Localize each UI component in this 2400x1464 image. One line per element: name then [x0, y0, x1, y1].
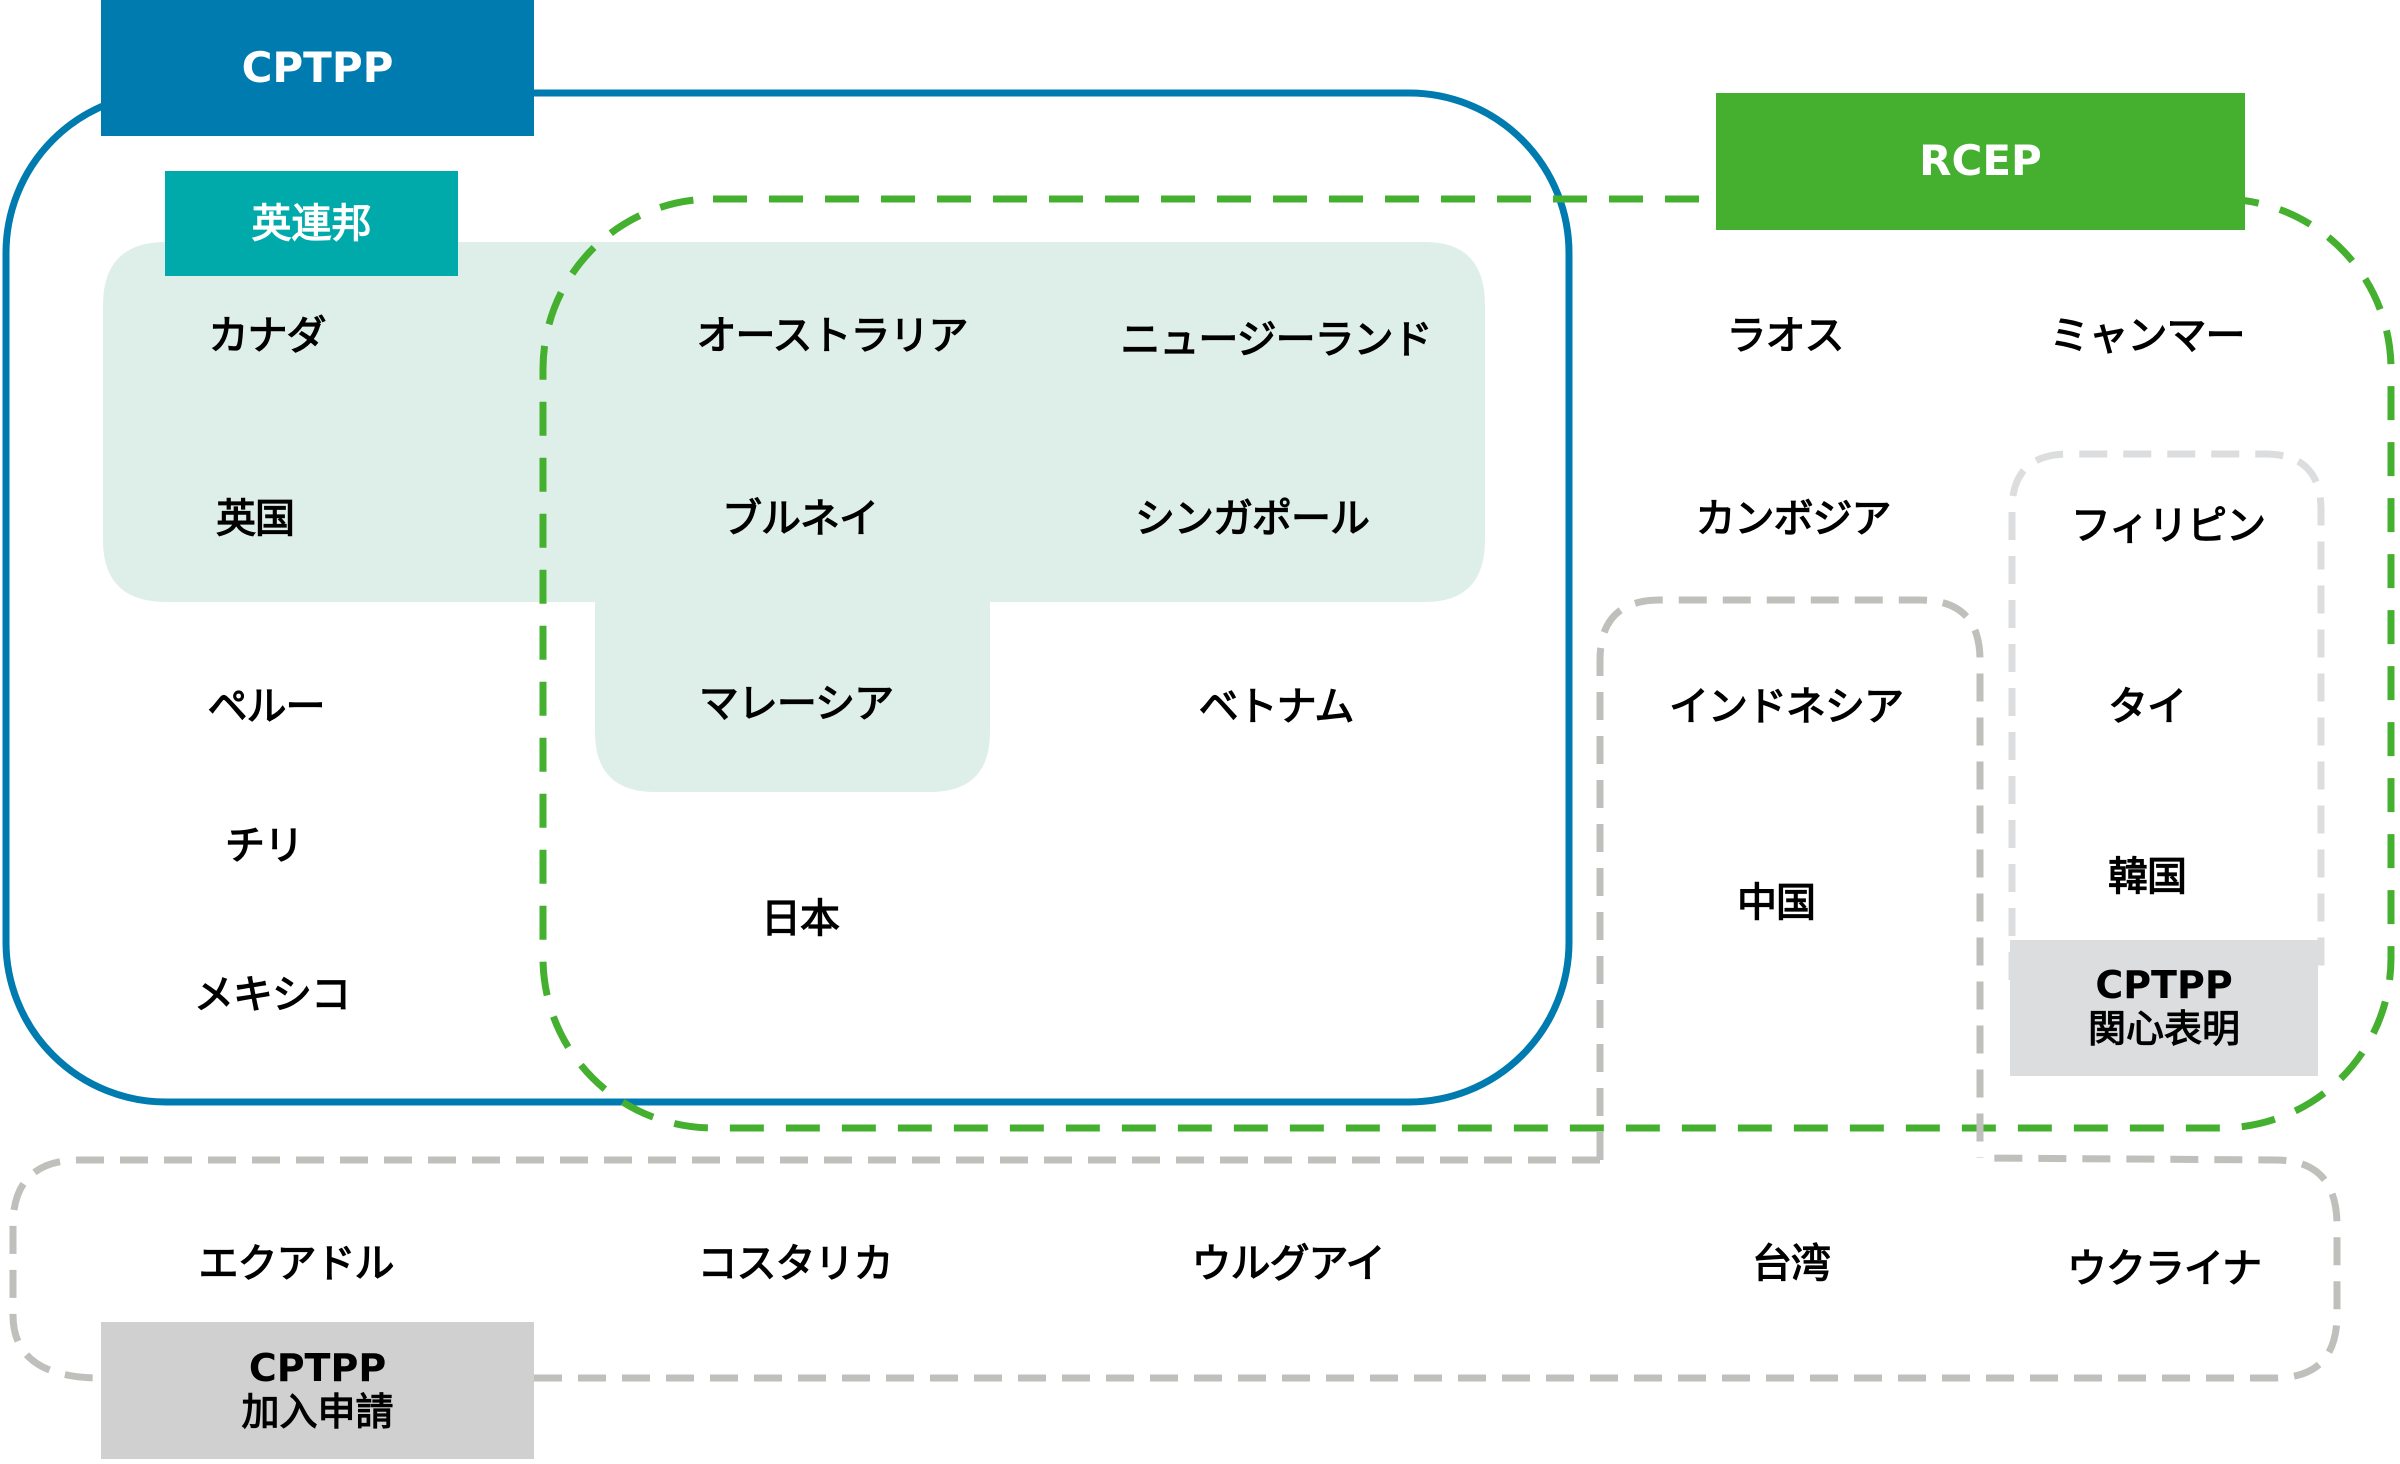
country-singapore: シンガポール	[1135, 496, 1370, 542]
country-costa-rica: コスタリカ	[697, 1241, 894, 1287]
cptpp-apply-line2: 加入申請	[241, 1389, 394, 1434]
country-malaysia: マレーシア	[698, 681, 894, 727]
rcep-boundary	[539, 195, 2395, 1132]
country-australia: オーストラリア	[696, 313, 969, 359]
country-cambodia: カンボジア	[1695, 496, 1892, 542]
cptpp-apply-label: CPTPP 加入申請	[101, 1322, 534, 1459]
country-thailand: タイ	[2108, 684, 2187, 730]
country-chile: チリ	[225, 823, 304, 869]
country-canada: カナダ	[208, 313, 327, 359]
cptpp-interest-line2: 関心表明	[2087, 1007, 2240, 1051]
rcep-header: RCEP	[1716, 93, 2245, 230]
country-peru: ペルー	[207, 684, 326, 730]
country-japan: 日本	[761, 896, 840, 942]
country-ukraine: ウクライナ	[2066, 1246, 2262, 1292]
country-ecuador: エクアドル	[198, 1241, 395, 1287]
country-new-zealand: ニュージーランド	[1120, 317, 1432, 363]
country-myanmar: ミャンマー	[2049, 313, 2246, 359]
country-brunei: ブルネイ	[722, 496, 879, 542]
cptpp-interest-line1: CPTPP	[2095, 963, 2233, 1008]
country-mexico: メキシコ	[194, 972, 351, 1018]
country-vietnam: ベトナム	[1198, 684, 1355, 730]
indonesia-china-boundary	[1596, 596, 1984, 1160]
cptpp-boundary	[2, 89, 1573, 1106]
country-uk: 英国	[216, 496, 295, 542]
country-philippines: フィリピン	[2070, 503, 2266, 549]
philippines-thailand-korea-boundary	[2008, 450, 2325, 980]
commonwealth-header: 英連邦	[165, 171, 458, 276]
country-indonesia: インドネシア	[1669, 684, 1904, 730]
country-uruguay: ウルグアイ	[1191, 1241, 1386, 1287]
cptpp-apply-line1: CPTPP	[248, 1345, 387, 1390]
country-laos: ラオス	[1726, 313, 1845, 359]
cptpp-header: CPTPP	[101, 0, 534, 136]
country-taiwan: 台湾	[1752, 1241, 1831, 1287]
country-china: 中国	[1737, 880, 1816, 926]
commonwealth-region	[103, 242, 1485, 792]
cptpp-interest-label: CPTPP 関心表明	[2010, 940, 2318, 1076]
country-korea: 韓国	[2108, 854, 2187, 900]
cptpp-applicants-boundary	[9, 1154, 2341, 1382]
